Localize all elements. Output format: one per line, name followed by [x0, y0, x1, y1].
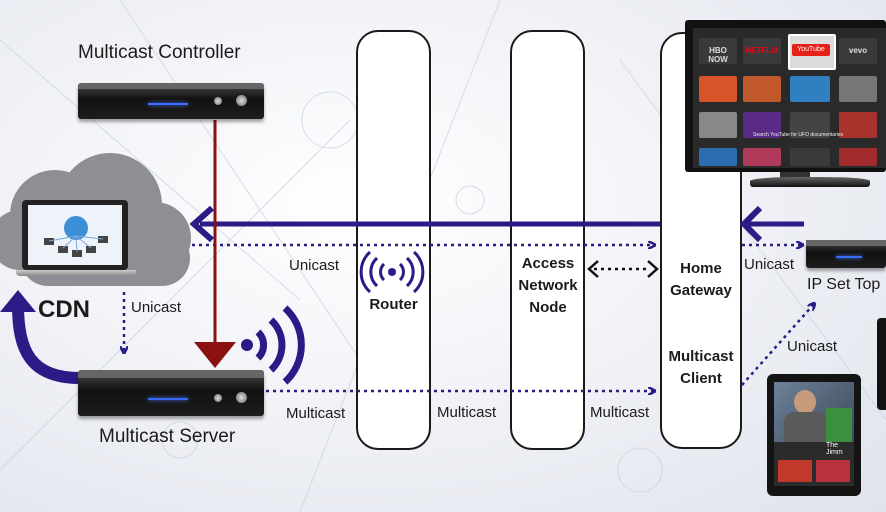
ip-set-top-device [806, 240, 886, 268]
television-icon: HBO NOW NETFLIX YouTube vevo Search YouT… [685, 20, 886, 172]
router-node [356, 30, 431, 450]
tv-search-hint: Search YouTube for UFO documentaries [753, 132, 844, 138]
settop-return-arrow [739, 205, 804, 243]
unicast-label-main: Unicast [289, 257, 340, 274]
thick-unicast-arrow [189, 205, 660, 243]
multicast-broadcast-icon [241, 305, 305, 385]
multicast-label-router: Multicast [437, 404, 497, 421]
multicast-label-access: Multicast [590, 404, 650, 421]
access-network-node-label: Access Network Node [518, 255, 578, 316]
controller-arrow [194, 120, 236, 368]
multicast-server-device [78, 370, 264, 416]
multicast-server-label: Multicast Server [99, 426, 236, 447]
router-label: Router [369, 296, 418, 313]
multicast-controller-device [78, 83, 264, 119]
cdn-label: CDN [38, 296, 90, 323]
unicast-label-cdn-server: Unicast [131, 299, 182, 316]
phone-icon [877, 318, 886, 410]
tv-app-netflix: NETFLIX [745, 46, 779, 55]
tv-base [750, 177, 870, 187]
access-gateway-link [587, 260, 659, 278]
tablet-icon: The Jimm [767, 374, 861, 496]
multicast-client-label: Multicast Client [668, 348, 734, 387]
home-gateway-label: Home Gateway [670, 260, 732, 299]
tv-stand [780, 172, 810, 178]
laptop-icon [16, 200, 136, 278]
tablet-caption: The Jimm [826, 442, 843, 456]
multicast-label-server: Multicast [286, 405, 346, 422]
tv-app-vevo: vevo [848, 46, 868, 55]
access-network-node [510, 30, 585, 450]
cdn-loop-arrow [0, 290, 81, 384]
unicast-label-settop: Unicast [744, 256, 795, 273]
multicast-controller-label: Multicast Controller [78, 42, 241, 63]
tv-app-youtube: YouTube [792, 44, 830, 56]
unicast-label-tablet: Unicast [787, 338, 838, 355]
router-wireless-icon [359, 250, 425, 294]
tv-app-hbo: HBO NOW [708, 46, 728, 64]
ip-set-top-label: IP Set Top [807, 276, 881, 293]
